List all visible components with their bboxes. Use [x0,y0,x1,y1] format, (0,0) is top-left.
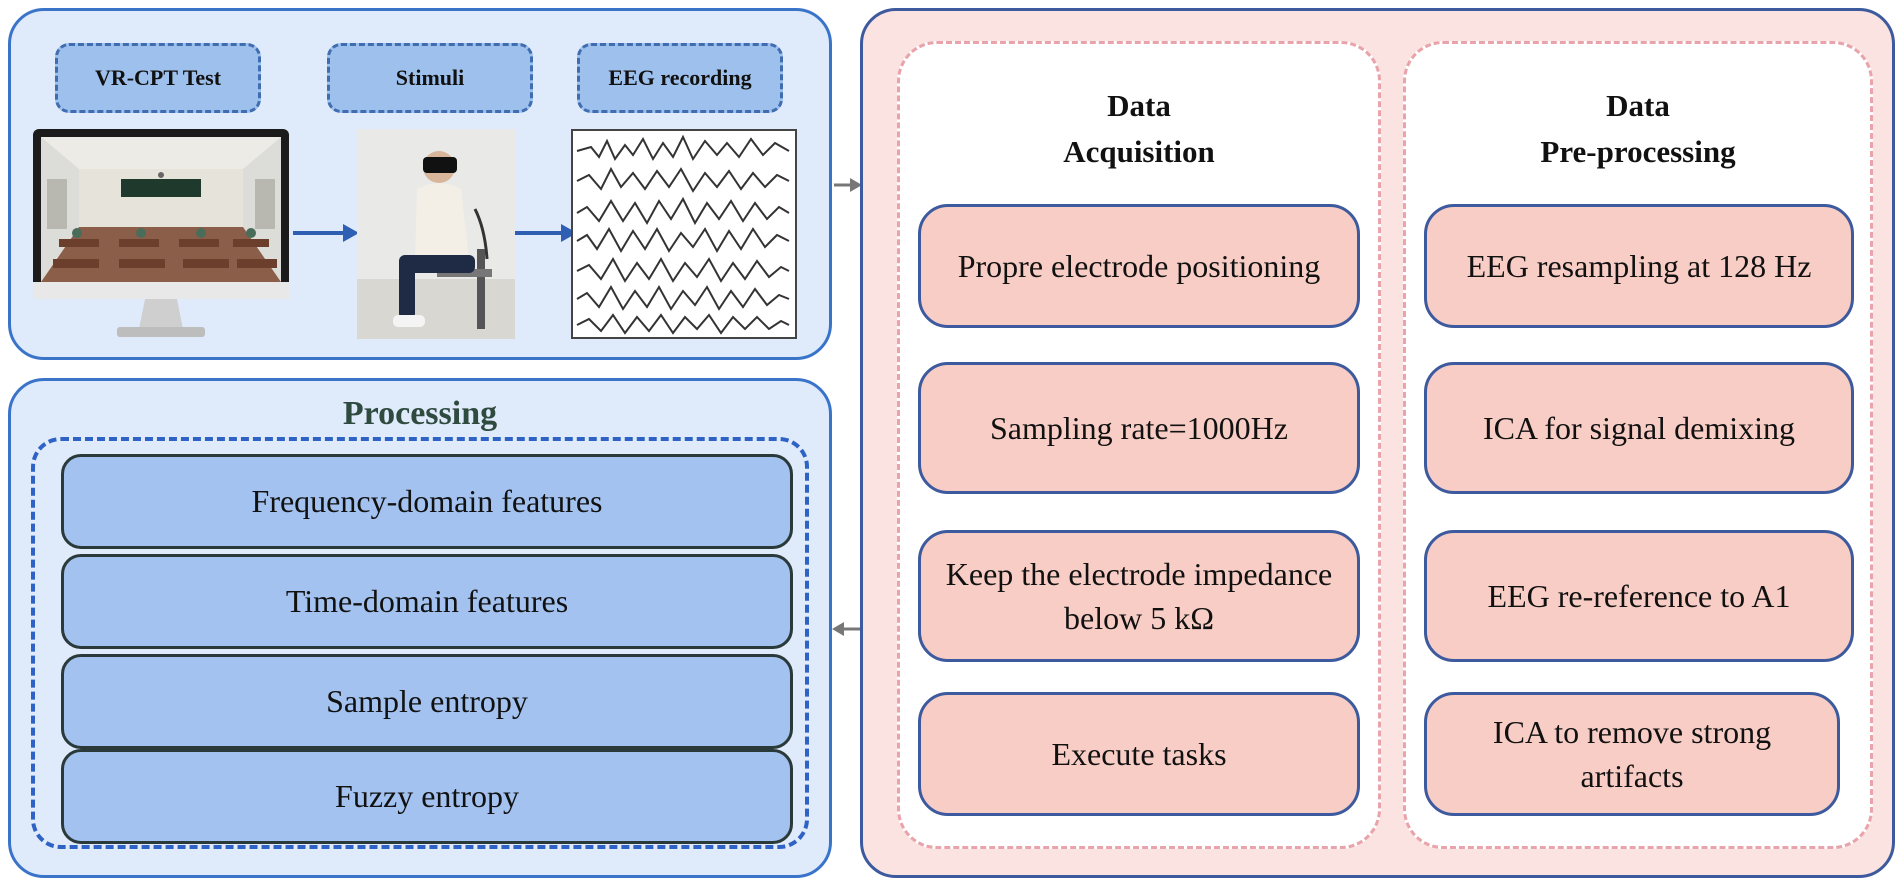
preprocessing-step-3: EEG re-reference to A1 [1424,530,1854,662]
fuzzy-entropy-box: Fuzzy entropy [61,749,793,844]
sample-entropy-box: Sample entropy [61,654,793,749]
processing-title: Processing [342,395,498,432]
arrow-left-icon [832,622,860,636]
arrow-right-icon [834,178,862,192]
arrow-right-icon [293,224,359,242]
preprocessing-step-1: EEG resampling at 128 Hz [1424,204,1854,328]
eeg-waveform-icon [571,129,797,339]
vr-cpt-test-label: VR-CPT Test [55,43,261,113]
frequency-domain-box: Frequency-domain features [61,454,793,549]
eeg-recording-label: EEG recording [577,43,783,113]
stimuli-label: Stimuli [327,43,533,113]
data-panel: Data Acquisition Propre electrode positi… [860,8,1895,878]
preprocessing-title-line2: Pre-processing [1540,134,1736,169]
acquisition-step-3: Keep the electrode impedance below 5 kΩ [918,530,1360,662]
preprocessing-title-line1: Data [1606,88,1670,123]
acquisition-step-4: Execute tasks [918,692,1360,816]
experiment-panel: VR-CPT Test Stimuli EEG recording [8,8,832,360]
preprocessing-step-4: ICA to remove strong artifacts [1424,692,1840,816]
acquisition-title-line1: Data [1107,88,1171,123]
acquisition-column: Data Acquisition Propre electrode positi… [897,41,1381,849]
acquisition-step-2: Sampling rate=1000Hz [918,362,1360,494]
arrow-right-icon [515,224,577,242]
time-domain-box: Time-domain features [61,554,793,649]
processing-panel: Processing Frequency-domain features Tim… [8,378,832,878]
preprocessing-column: Data Pre-processing EEG resampling at 12… [1403,41,1873,849]
acquisition-step-1: Propre electrode positioning [918,204,1360,328]
vr-headset-person-icon [357,129,515,339]
processing-dashed-frame [31,437,809,849]
preprocessing-step-2: ICA for signal demixing [1424,362,1854,494]
acquisition-title-line2: Acquisition [1063,134,1215,169]
monitor-classroom-icon [33,129,289,337]
